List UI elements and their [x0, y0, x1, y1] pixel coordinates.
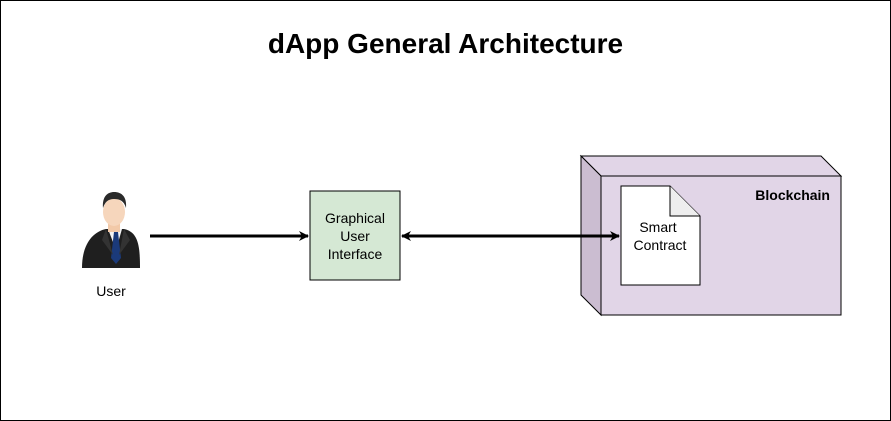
document-icon	[620, 185, 701, 286]
user-label: User	[96, 283, 126, 299]
blockchain-node	[579, 154, 843, 317]
contract-label-line-2: Contract	[634, 237, 687, 253]
contract-label-line-1: Smart	[639, 219, 676, 235]
gui-label-line-1: Graphical	[325, 210, 385, 226]
businessman-icon	[82, 192, 140, 268]
diagram-title: dApp General Architecture	[267, 28, 624, 59]
gui-label-line-2: User	[340, 228, 370, 244]
gui-box	[309, 190, 401, 281]
blockchain-label: Blockchain	[755, 187, 830, 203]
gui-label-line-3: Interface	[328, 246, 383, 262]
